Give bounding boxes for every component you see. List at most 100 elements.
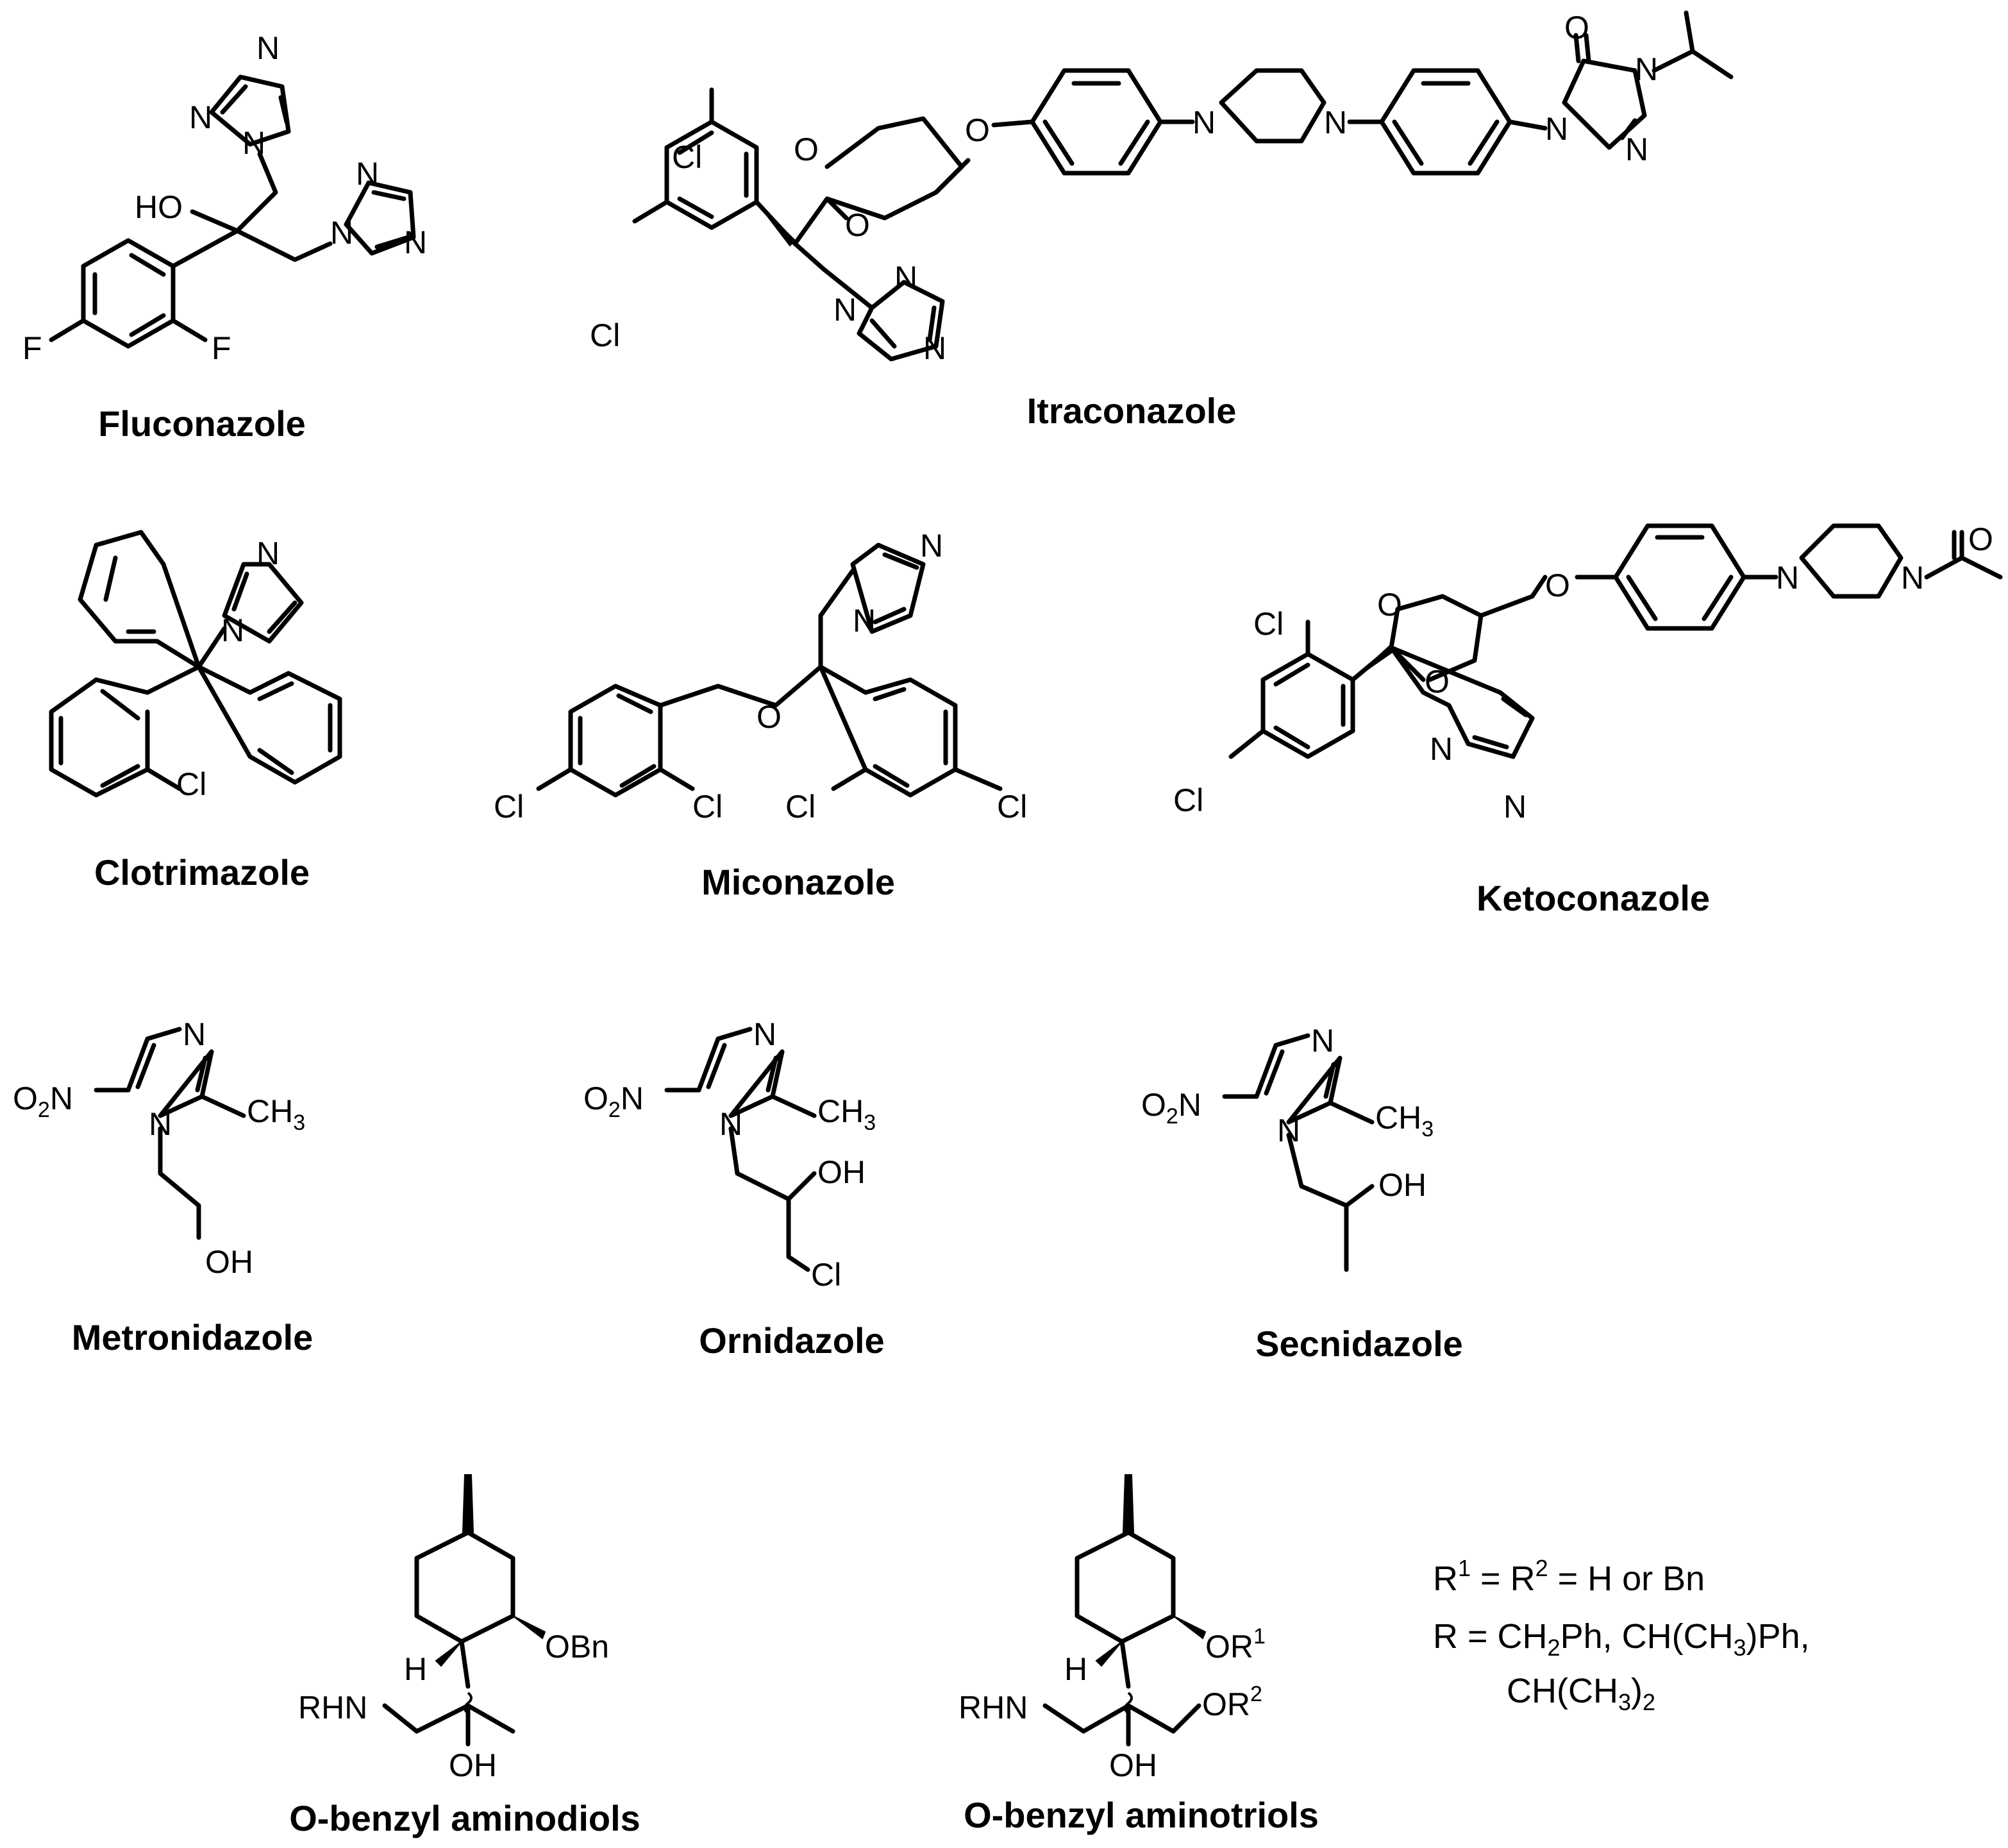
aminodiol-structure [382, 1530, 515, 1747]
stereo-wedge [1173, 1615, 1207, 1640]
atom-label: O [1545, 567, 1570, 603]
secnidazole-structure [1222, 1033, 1375, 1272]
aminodiol-atoms: OBn H RHN OH [298, 1629, 609, 1783]
atom-label: OH [1109, 1747, 1157, 1783]
atom-label: N [189, 99, 212, 135]
atom-label: N [923, 330, 946, 366]
atom-label: O [1425, 664, 1450, 700]
legend-line-3: CH(CH3)2 [1507, 1672, 1655, 1715]
fluconazole-structure [49, 74, 416, 349]
atom-label: N [356, 156, 379, 192]
atom-label: N [330, 215, 353, 251]
compound-name-o-benzyl-aminodiols: O-benzyl aminodiols [289, 1798, 640, 1838]
atom-label: Cl [672, 139, 702, 175]
compound-name-fluconazole: Fluconazole [98, 403, 306, 444]
aminotriol-structure [1042, 1530, 1201, 1747]
compound-name-miconazole: Miconazole [701, 862, 895, 902]
clotrimazole-structure [49, 530, 342, 798]
atom-label: N [256, 535, 280, 571]
itraconazole-atoms: Cl Cl O O O N N N O N N N N N [590, 10, 1658, 366]
atom-label: N [149, 1106, 172, 1142]
ketoconazole-atoms: Cl Cl O O O N N O N N [1173, 521, 1993, 825]
compound-name-clotrimazole: Clotrimazole [94, 852, 310, 893]
miconazole-structure [536, 542, 1003, 798]
atom-label: O [1564, 10, 1589, 46]
metronidazole-atoms: N N O2N CH3 OH [13, 1016, 305, 1280]
atom-label: O2N [1141, 1087, 1201, 1129]
atom-label: N [1635, 51, 1658, 87]
wavy-bond [464, 1692, 473, 1715]
atom-label: N [1545, 111, 1568, 147]
atom-label: N [753, 1016, 776, 1052]
atom-label: OR2 [1202, 1682, 1262, 1722]
atom-label: O [845, 207, 870, 243]
atom-label: N [920, 528, 943, 564]
fluconazole-atoms: N N N HO N N N F F [22, 30, 427, 366]
atom-label: H [1064, 1651, 1087, 1687]
stereo-wedge [512, 1615, 546, 1640]
compound-name-secnidazole: Secnidazole [1255, 1323, 1463, 1364]
atom-label: HO [135, 189, 183, 225]
atom-label: OH [817, 1154, 866, 1190]
atom-label: N [719, 1106, 742, 1142]
atom-label: N [242, 125, 265, 161]
legend-line-1: R1 = R2 = H or Bn [1433, 1555, 1705, 1598]
atom-label: N [1625, 131, 1648, 167]
atom-label: RHN [298, 1690, 367, 1726]
legend-line-2: R = CH2Ph, CH(CH3)Ph, [1433, 1617, 1810, 1661]
atom-label: Cl [692, 789, 723, 825]
clotrimazole-atoms: N N Cl [176, 535, 280, 802]
atom-label: Cl [1173, 782, 1203, 818]
compound-name-ketoconazole: Ketoconazole [1477, 878, 1710, 918]
atom-label: OH [205, 1244, 253, 1280]
stereo-wedge [435, 1641, 462, 1667]
ornidazole-atoms: N N O2N CH3 OH Cl [583, 1016, 876, 1293]
atom-label: O [794, 131, 819, 167]
atom-label: N [1311, 1023, 1334, 1059]
atom-label: N [256, 30, 280, 66]
atom-label: N [1192, 105, 1216, 140]
atom-label: N [1776, 560, 1799, 596]
stereo-wedge [756, 201, 796, 247]
atom-label: N [853, 603, 876, 639]
stereo-wedge [1352, 643, 1396, 680]
wavy-bond [1124, 1692, 1133, 1715]
atom-label: Cl [590, 317, 620, 353]
atom-label: N [404, 224, 427, 260]
atom-label: O2N [13, 1080, 73, 1122]
atom-label: N [221, 612, 244, 648]
atom-label: N [1324, 105, 1347, 140]
ketoconazole-structure [1228, 523, 2003, 759]
atom-label: N [1277, 1113, 1300, 1148]
compound-name-itraconazole: Itraconazole [1027, 391, 1237, 431]
atom-label: Cl [176, 766, 206, 802]
compound-name-o-benzyl-aminotriols: O-benzyl aminotriols [964, 1795, 1319, 1835]
atom-label: O [1968, 521, 1993, 557]
atom-label: O2N [583, 1080, 644, 1122]
atom-label: N [1503, 789, 1527, 825]
atom-label: OR1 [1205, 1624, 1266, 1665]
atom-label: O [965, 112, 990, 148]
atom-label: H [404, 1651, 427, 1687]
atom-label: F [212, 330, 231, 366]
itraconazole-structure [632, 10, 1734, 362]
atom-label: CH3 [817, 1093, 876, 1135]
atom-label: N [183, 1016, 206, 1052]
atom-label: Cl [494, 789, 524, 825]
aminotriol-atoms: OR1 H RHN OR2 OH [958, 1624, 1266, 1783]
miconazole-atoms: N N O Cl Cl Cl Cl [494, 528, 1027, 825]
atom-label: Cl [811, 1257, 841, 1293]
atom-label: Cl [1253, 606, 1284, 642]
ornidazole-structure [664, 1027, 817, 1272]
atom-label: OH [1378, 1167, 1427, 1203]
compound-name-ornidazole: Ornidazole [699, 1320, 884, 1361]
atom-label: O [1377, 587, 1402, 623]
atom-label: RHN [958, 1690, 1028, 1726]
atom-label: Cl [997, 789, 1027, 825]
atom-label: CH3 [1375, 1100, 1434, 1141]
atom-label: N [1901, 560, 1924, 596]
secnidazole-atoms: N N O2N CH3 OH [1141, 1023, 1434, 1203]
atom-label: N [1430, 731, 1453, 767]
stereo-wedge [1122, 1474, 1135, 1533]
